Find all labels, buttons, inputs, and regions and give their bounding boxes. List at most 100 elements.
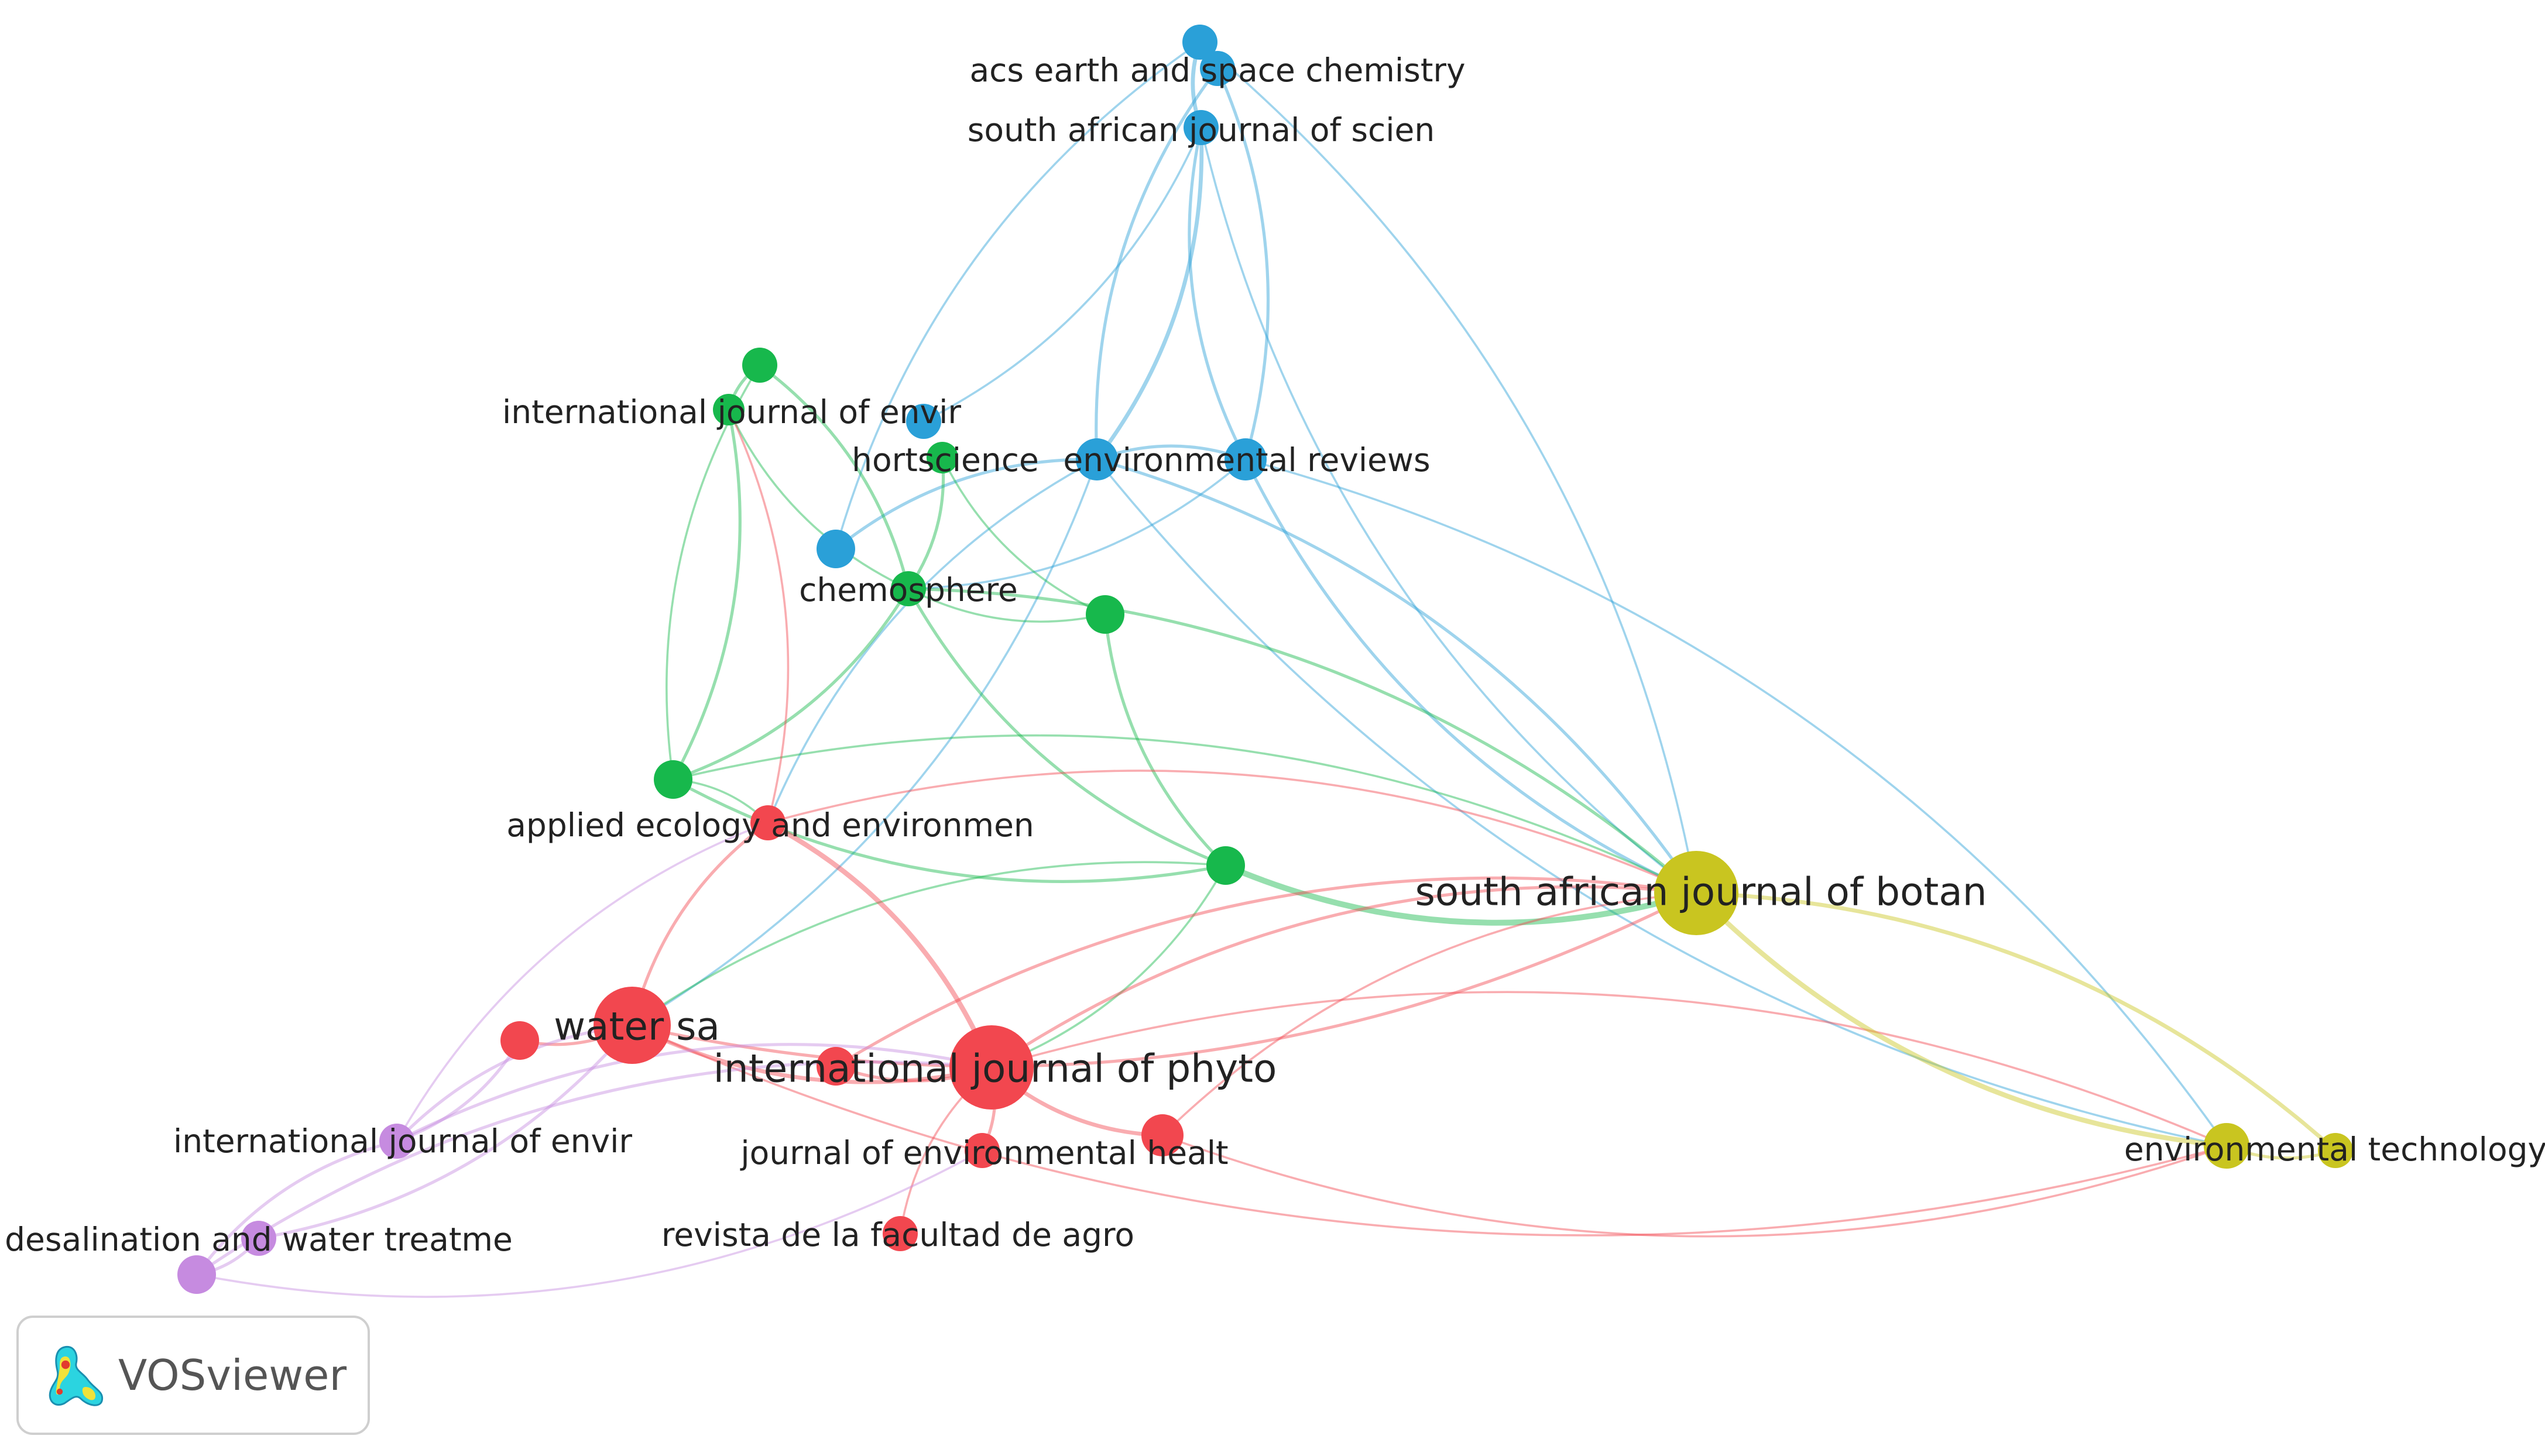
link-applied-ecology-intl-env-green [728,409,790,823]
node-intl-phyto[interactable] [949,1025,1034,1110]
label-acs-earth: acs earth and space chemistry [969,51,1465,89]
link-intl-phyto-south-african-botan [990,885,1697,1069]
link-blue-envrev-left-applied-ecology [767,458,1097,823]
label-intl-env-green: international journal of envir [502,393,961,431]
node-red-mid[interactable] [817,1047,855,1086]
link-red-health-right-south-african-botan [1161,892,1697,1136]
link-intl-env-green-green-applied [671,409,742,781]
link-south-african-botan-yellow-right [1696,891,2337,1152]
link-green-applied-green-mid [672,778,1226,883]
node-blue-chem[interactable] [817,530,855,568]
link-acs-earth-env-reviews [1216,67,1270,460]
node-intl-env-green[interactable] [713,394,745,425]
link-acs-earth-blue-envrev-left [1095,67,1219,460]
label-south-african-scien: south african journal of scien [968,111,1435,149]
link-blue-top-blue-chem [835,41,1201,550]
node-intl-env-purple[interactable] [379,1124,414,1159]
label-intl-phyto: international journal of phyto [714,1046,1277,1091]
vosviewer-density-icon [49,1345,104,1406]
node-red-small[interactable] [500,1021,539,1060]
link-applied-ecology-south-african-botan [767,770,1697,894]
node-water-sa[interactable] [594,987,671,1064]
node-chemosphere[interactable] [891,571,926,606]
node-desalination[interactable] [241,1221,276,1256]
node-green-top[interactable] [742,348,777,383]
link-env-reviews-south-african-botan [1244,458,1697,895]
label-env-health: journal of environmental healt [740,1134,1228,1172]
node-env-technology[interactable] [2204,1123,2249,1169]
link-blue-envrev-left-blue-chem [835,458,1097,551]
label-hortscience: hortscience [852,441,1039,479]
node-env-reviews[interactable] [1225,438,1267,480]
label-intl-env-purple: international journal of envir [173,1122,632,1160]
node-purple-bottom[interactable] [177,1255,216,1294]
node-blue-top[interactable] [1182,25,1217,60]
link-chemosphere-green-right [908,588,1106,623]
link-intl-env-purple-intl-phyto [396,1043,992,1143]
node-south-african-scien[interactable] [1184,110,1219,145]
link-hortscience-chemosphere [907,457,945,590]
link-water-sa-south-african-botan [632,891,1697,1068]
network-links [195,41,2337,1298]
link-green-mid-intl-phyto [991,865,1227,1069]
node-env-health[interactable] [965,1133,1000,1168]
node-south-african-botan[interactable] [1654,851,1738,935]
link-green-right-green-mid [1103,614,1227,867]
link-water-sa-env-technology [632,1024,2227,1237]
label-water-sa: water sa [554,1004,720,1049]
link-blue-top-south-african-botan [1199,41,1697,894]
node-hortscience[interactable] [927,442,958,473]
link-env-reviews-env-technology [1245,458,2228,1147]
link-chemosphere-green-mid [907,588,1226,867]
link-green-applied-south-african-botan [673,734,1697,894]
link-chemosphere-green-applied [673,588,910,781]
label-chemosphere: chemosphere [799,571,1018,609]
link-blue-envrev-left-south-african-botan [1096,458,1698,894]
node-applied-ecology[interactable] [750,805,786,840]
label-desalination: desalination and water treatme [5,1221,513,1258]
label-applied-ecology: applied ecology and environmen [506,806,1034,844]
link-green-mid-south-african-botan [1225,863,1697,926]
node-blue-envrev-left[interactable] [1076,438,1118,480]
link-green-top-chemosphere [759,363,910,589]
link-south-african-scien-blue-envrev-left [1095,127,1204,461]
link-env-reviews-chemosphere [908,458,1247,590]
network-nodes [177,25,2353,1294]
link-purple-bottom-intl-env-purple [195,1139,397,1276]
label-env-technology: environmental technology [2124,1131,2545,1168]
label-south-african-botan: south african journal of botan [1415,870,1987,915]
link-south-african-scien-blue-hort [923,127,1202,423]
vosviewer-logo: VOSviewer [16,1316,370,1435]
node-green-applied[interactable] [654,760,692,799]
link-intl-phyto-env-technology [991,991,2227,1147]
link-red-mid-south-african-botan [835,876,1697,1068]
link-blue-envrev-left-env-technology [1096,458,2227,1147]
link-red-health-right-env-technology [1162,1134,2227,1238]
link-intl-env-purple-applied-ecology [396,822,769,1142]
node-revista[interactable] [883,1216,918,1251]
link-purple-bottom-env-health [196,1149,983,1298]
label-revista: revista de la facultad de agro [661,1216,1134,1254]
link-intl-env-purple-red-small [396,1039,522,1143]
node-green-right[interactable] [1086,595,1124,634]
node-yellow-right[interactable] [2318,1133,2353,1168]
link-intl-env-green-chemosphere [728,409,909,590]
link-south-african-scien-south-african-botan [1200,127,1697,894]
link-green-mid-water-sa [631,861,1226,1026]
network-labels: acs earth and space chemistry south afric… [5,51,2545,1258]
link-south-african-scien-env-reviews [1188,127,1247,461]
vosviewer-logo-text: VOSviewer [118,1351,347,1400]
link-blue-envrev-left-water-sa [632,459,1098,1026]
node-green-mid[interactable] [1206,846,1245,885]
link-south-african-botan-env-technology [1695,891,2227,1149]
link-green-right-hortscience [941,457,1106,616]
link-intl-phyto-applied-ecology [767,820,994,1069]
link-water-sa-intl-phyto [631,1023,992,1084]
label-env-reviews: environmental reviews [1063,441,1430,479]
node-acs-earth[interactable] [1200,51,1235,86]
node-red-health-right[interactable] [1141,1114,1184,1156]
link-chemosphere-south-african-botan [908,587,1697,894]
link-purple-bottom-intl-phyto [195,1060,992,1276]
node-blue-hort[interactable] [906,404,941,439]
